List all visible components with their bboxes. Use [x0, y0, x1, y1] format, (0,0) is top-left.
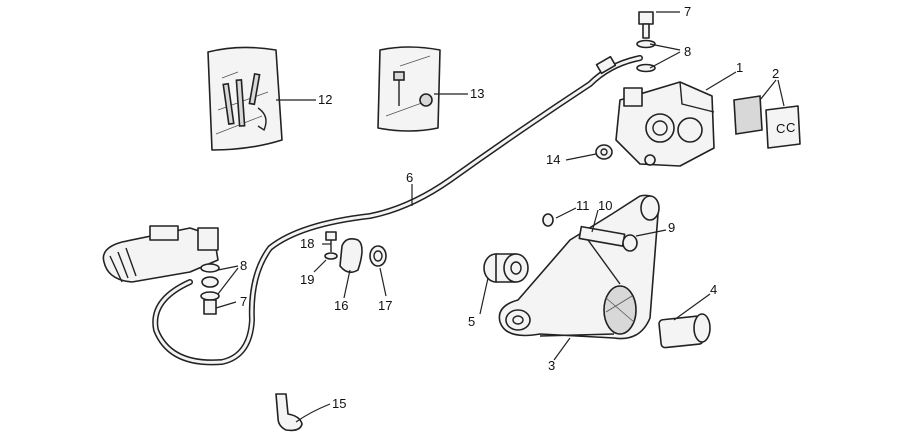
part-bolt-7-lower — [200, 263, 220, 315]
callout-6: 6 — [406, 170, 413, 185]
callout-5: 5 — [468, 314, 475, 329]
part-master-cylinder — [102, 225, 219, 283]
callout-14: 14 — [546, 152, 560, 167]
part-clip-15 — [275, 393, 303, 432]
part-sleeve-5 — [483, 253, 529, 283]
callout-8-lower: 8 — [240, 258, 247, 273]
part-spindle-4 — [603, 285, 711, 349]
part-brake-pads-2: C C — [733, 95, 801, 149]
callout-18: 18 — [300, 236, 314, 251]
callout-12: 12 — [318, 92, 332, 107]
callout-2: 2 — [772, 66, 779, 81]
callout-3: 3 — [548, 358, 555, 373]
callout-16: 16 — [334, 298, 348, 313]
callout-10: 10 — [598, 198, 612, 213]
callout-19: 19 — [300, 272, 314, 287]
callout-1: 1 — [736, 60, 743, 75]
callout-13: 13 — [470, 86, 484, 101]
pad-mark-1: C — [776, 121, 785, 136]
part-kit-bag-13 — [377, 46, 441, 132]
part-nut-14 — [595, 144, 613, 160]
leader-lines — [215, 11, 785, 423]
callout-9: 9 — [668, 220, 675, 235]
callout-15: 15 — [332, 396, 346, 411]
callout-4: 4 — [710, 282, 717, 297]
part-pin-9-10-11 — [542, 213, 638, 252]
callout-labels: 7 8 1 2 12 13 14 6 11 10 9 5 4 3 8 7 18 … — [240, 4, 779, 411]
part-caliper-1 — [615, 81, 715, 167]
callout-7-lower: 7 — [240, 294, 247, 309]
pad-mark-2: C — [786, 120, 795, 135]
callout-8-top: 8 — [684, 44, 691, 59]
part-clamp-16-19 — [324, 231, 387, 274]
callout-7-top: 7 — [684, 4, 691, 19]
callout-17: 17 — [378, 298, 392, 313]
part-bolt-7-top — [636, 11, 656, 73]
callout-11: 11 — [576, 198, 590, 213]
part-brake-hose-6 — [152, 55, 643, 366]
part-kit-bag-12 — [207, 46, 283, 151]
